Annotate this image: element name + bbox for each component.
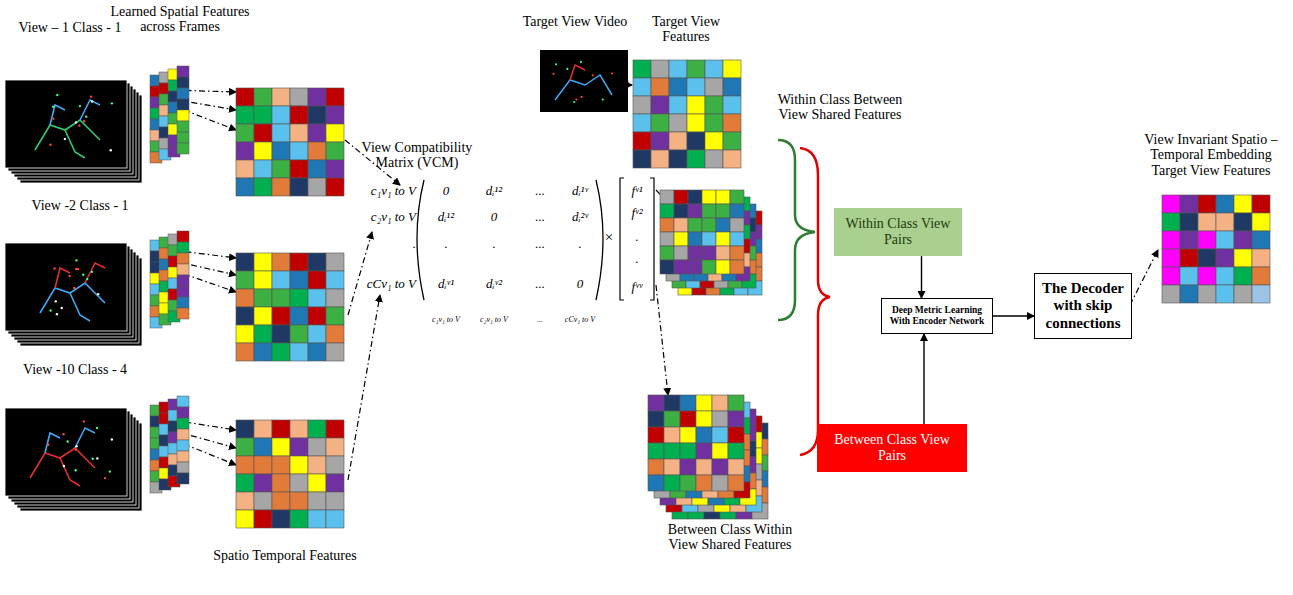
matrix-entry: dᵢ¹² [424,210,468,224]
matrix-entry: ... [518,210,562,224]
matrix-entry: c₁v₁ to V [422,316,470,325]
matrix-entry: dᵢ¹² [472,184,516,198]
text-label: View Invariant Spatio – Temporal Embeddi… [1132,132,1290,178]
matrix-entry: 0 [424,184,468,198]
text-label: Spatio Temporal Features [210,548,360,563]
matrix-entry: . [622,252,652,266]
matrix-entry: cCv₁ to V [340,277,416,291]
matrix-entry: dᵢᵛ¹ [424,277,468,291]
text-label: View – 1 Class - 1 [10,20,130,35]
vector-bracket [650,178,654,300]
text-label: View -2 Class - 1 [20,198,140,213]
matrix-entry: fᵛᵛ [622,280,652,294]
matrix-entry: . [340,237,416,251]
flow-arrow [172,82,1158,480]
feature-grid [672,204,756,288]
connector-arrow [921,256,922,298]
feature-grid [666,416,762,512]
matrix-entry: ... [516,316,564,325]
matrix-entry: . [558,237,602,251]
matrix-entry: dᵢᵛ² [472,277,516,291]
frame-feature-strip [177,66,189,154]
green-brace [778,140,815,320]
matrix-entry: × [600,229,618,246]
connector-arrow [923,334,924,424]
feature-grid [660,409,756,505]
feature-grid [236,88,344,196]
feature-grid [648,395,744,491]
feature-grid [236,253,344,361]
matrix-entry: ... [518,237,562,251]
text-label: View Compatibility Matrix (VCM) [352,140,482,171]
frame-feature-strip [177,396,189,484]
connector-arrow [993,315,1034,316]
feature-grid [633,60,741,168]
matrix-entry: c₁v₁ to V [340,184,416,198]
feature-grid [672,423,768,519]
feature-grid [1162,195,1270,303]
node-text: The Decoder with skip connections [1041,280,1125,332]
matrix-paren [596,180,603,300]
matrix-entry: ... [518,277,562,291]
process-box: Between Class View Pairs [817,424,967,472]
text-label: Within Class Between View Shared Feature… [770,92,910,123]
feature-grid [660,190,744,274]
text-label: Learned Spatial Features across Frames [110,4,250,35]
matrix-entry: cCv₁ to V [556,316,604,325]
matrix-entry: ... [518,184,562,198]
feature-grid [678,211,762,295]
matrix-entry: dᵢ¹ᵛ [558,184,602,198]
text-label: View -10 Class - 4 [10,362,140,377]
text-label: Between Class Within View Shared Feature… [660,522,800,553]
node-text: Deep Metric Learning With Encoder Networ… [888,305,986,327]
matrix-entry: c₂v₁ to V [470,316,518,325]
skeleton-video [5,80,142,183]
feature-grid [236,420,344,528]
process-box: The Decoder with skip connections [1034,273,1132,339]
feature-grid [666,197,750,281]
frame-feature-strip [177,231,189,319]
process-box: Within Class View Pairs [834,208,962,256]
skeleton-video [5,408,142,511]
red-brace [800,148,830,455]
matrix-entry: dᵢ²ᵛ [558,210,602,224]
text-label: Target View Features [636,14,736,45]
node-text: Within Class View Pairs [842,216,954,248]
target-video [540,50,628,112]
feature-grid [654,402,750,498]
text-label: Target View Video [520,14,630,29]
matrix-entry: 0 [558,277,602,291]
matrix-entry: . [472,237,516,251]
vector-bracket [620,178,624,300]
matrix-entry: 0 [472,210,516,224]
node-text: Between Class View Pairs [825,432,959,464]
skeleton-video [5,243,142,346]
matrix-entry: . [424,237,468,251]
process-box: Deep Metric Learning With Encoder Networ… [881,298,993,334]
matrix-entry: fᵛ¹ [622,184,652,198]
matrix-entry: c₂v₁ to V [340,210,416,224]
matrix-paren [417,180,424,300]
matrix-entry: fᵛ² [622,206,652,220]
matrix-entry: . [622,230,652,244]
